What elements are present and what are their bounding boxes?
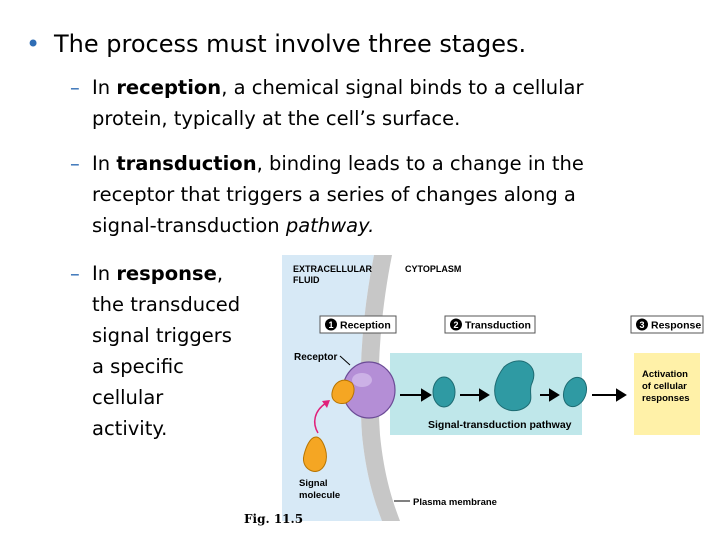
transduction-prefix: In bbox=[92, 152, 117, 175]
arrowhead bbox=[479, 388, 490, 402]
step-label: Response bbox=[651, 320, 701, 332]
reception-text-2: protein, typically at the cell’s surface… bbox=[92, 107, 461, 130]
step-reception: 1 Reception bbox=[319, 315, 397, 334]
pathway-arrows bbox=[400, 388, 627, 402]
step-number: 1 bbox=[328, 320, 333, 330]
dash: – bbox=[70, 152, 80, 175]
pathway-italic: pathway. bbox=[285, 214, 375, 237]
reception-text-1: , a chemical signal binds to a cellular bbox=[221, 76, 584, 99]
receptor-label: Receptor bbox=[294, 352, 337, 363]
bound-signal-molecule bbox=[331, 379, 355, 404]
reception-term: reception bbox=[116, 76, 222, 99]
step-box bbox=[630, 315, 704, 334]
response-prefix: In bbox=[92, 262, 117, 285]
step-number-circle bbox=[636, 318, 648, 331]
transduction-term: transduction bbox=[116, 152, 257, 175]
arrowhead bbox=[616, 388, 627, 402]
response-box bbox=[634, 353, 700, 435]
relay-molecule bbox=[494, 360, 535, 412]
dash: – bbox=[70, 76, 80, 99]
transduction-text-3-plain: signal-transduction bbox=[92, 214, 286, 237]
binding-arrow bbox=[313, 402, 327, 434]
reception-bullet: –In reception, a chemical signal binds t… bbox=[70, 72, 584, 134]
signal-label: Signal bbox=[299, 478, 328, 489]
bullet-dot: • bbox=[26, 30, 41, 58]
response-box-text: responses bbox=[642, 393, 690, 404]
transduction-text-1: , binding leads to a change in the bbox=[256, 152, 584, 175]
transduction-text-3: signal-transduction pathway. bbox=[70, 210, 584, 241]
response-line: a specific bbox=[92, 355, 184, 378]
step-number: 2 bbox=[453, 320, 458, 330]
membrane-label: Plasma membrane bbox=[413, 497, 497, 508]
response-box-text: Activation bbox=[642, 369, 688, 380]
extracellular-label-2: FLUID bbox=[293, 275, 320, 285]
pathway-label: Signal-transduction pathway bbox=[428, 419, 572, 431]
signal-molecule bbox=[303, 436, 327, 472]
step-box bbox=[444, 315, 536, 334]
response-comma: , bbox=[216, 262, 224, 285]
step-response: 3 Response bbox=[630, 315, 704, 334]
binding-arrowhead bbox=[322, 400, 330, 408]
signaling-figure: EXTRACELLULAR FLUID CYTOPLASM 1 Receptio… bbox=[282, 255, 722, 521]
main-bullet-text: The process must involve three stages. bbox=[54, 30, 527, 58]
transduction-text-2: receptor that triggers a series of chang… bbox=[92, 183, 576, 206]
main-bullet: • The process must involve three stages. bbox=[26, 30, 526, 58]
arrowhead bbox=[421, 388, 432, 402]
cytoplasm-label: CYTOPLASM bbox=[405, 264, 461, 274]
receptor-highlight bbox=[352, 373, 372, 387]
response-line: the transduced bbox=[92, 293, 241, 316]
step-number-circle bbox=[325, 318, 337, 331]
step-label: Reception bbox=[340, 320, 391, 332]
dash: – bbox=[70, 262, 80, 285]
reception-prefix: In bbox=[92, 76, 117, 99]
step-number-circle bbox=[450, 318, 462, 331]
step-label: Transduction bbox=[465, 320, 531, 332]
transduction-bullet: –In transduction, binding leads to a cha… bbox=[70, 148, 584, 241]
response-box-text: of cellular bbox=[642, 381, 687, 392]
step-number: 3 bbox=[639, 320, 644, 330]
response-line: cellular bbox=[92, 386, 164, 409]
step-transduction: 2 Transduction bbox=[444, 315, 536, 334]
figure-caption: Fig. 11.5 bbox=[244, 512, 304, 526]
step-box bbox=[319, 315, 397, 334]
relay-molecule bbox=[562, 376, 588, 408]
response-term: response bbox=[116, 262, 217, 285]
response-line: signal triggers bbox=[92, 324, 232, 347]
receptor-pointer bbox=[339, 355, 351, 366]
extracellular-label: EXTRACELLULAR bbox=[293, 264, 372, 274]
relay-molecule bbox=[432, 376, 456, 408]
response-bullet: –In response, the transduced signal trig… bbox=[70, 258, 240, 444]
response-line: activity. bbox=[92, 417, 168, 440]
arrowhead bbox=[549, 388, 560, 402]
signal-label-2: molecule bbox=[299, 490, 340, 501]
